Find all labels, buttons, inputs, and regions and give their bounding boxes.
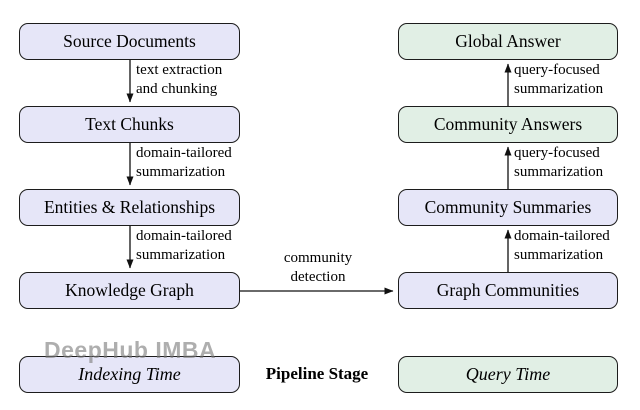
node-graph-communities: Graph Communities xyxy=(398,272,618,309)
node-entities-relationships: Entities & Relationships xyxy=(19,189,240,226)
node-community-answers: Community Answers xyxy=(398,106,618,143)
node-community-summaries: Community Summaries xyxy=(398,189,618,226)
edge-label-line: query-focused xyxy=(514,62,600,78)
edge-label-line: summarization xyxy=(514,81,604,97)
edge-label-line: domain-tailored xyxy=(136,228,232,244)
edge-label-line: summarization xyxy=(136,164,226,180)
edge-label-line: text extraction xyxy=(136,62,223,78)
watermark-text: DeepHub IMBA xyxy=(44,337,217,363)
edge-label-domain-tailored-3: domain-tailored summarization xyxy=(514,227,610,265)
edge-label-domain-tailored-1: domain-tailored summarization xyxy=(136,144,232,182)
edge-label-line: community xyxy=(283,250,353,266)
edge-label-community-detection: community detection xyxy=(256,249,380,287)
pipeline-stage-label: Pipeline Stage xyxy=(265,364,369,383)
edge-label-line: domain-tailored xyxy=(514,228,610,244)
edge-label-line: detection xyxy=(290,269,346,285)
node-query-time: Query Time xyxy=(398,356,618,393)
edge-label-domain-tailored-2: domain-tailored summarization xyxy=(136,227,232,265)
edge-label-line: and chunking xyxy=(136,81,218,97)
edge-label-query-focused-1: query-focused summarization xyxy=(514,144,603,182)
edge-label-line: domain-tailored xyxy=(136,145,232,161)
node-knowledge-graph: Knowledge Graph xyxy=(19,272,240,309)
edge-label-line: query-focused xyxy=(514,145,600,161)
node-global-answer: Global Answer xyxy=(398,23,618,60)
edge-label-text-extraction: text extraction and chunking xyxy=(136,61,222,99)
edge-label-query-focused-2: query-focused summarization xyxy=(514,61,603,99)
edge-label-line: summarization xyxy=(514,247,604,263)
node-text-chunks: Text Chunks xyxy=(19,106,240,143)
node-source-documents: Source Documents xyxy=(19,23,240,60)
edge-label-line: summarization xyxy=(136,247,226,263)
edge-label-line: summarization xyxy=(514,164,604,180)
node-indexing-time: Indexing Time xyxy=(19,356,240,393)
